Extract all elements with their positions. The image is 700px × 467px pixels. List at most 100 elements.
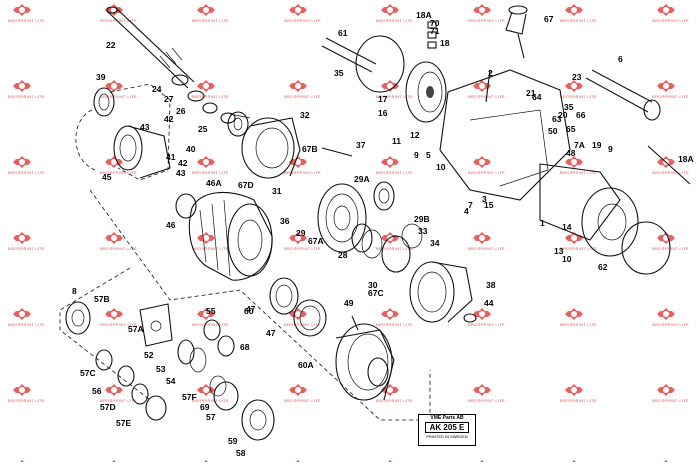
part-label: 56 [92, 386, 102, 396]
part-label: 46A [206, 178, 222, 188]
svg-text:BROSPRINT LITE: BROSPRINT LITE [100, 398, 137, 403]
part-label: 11 [392, 136, 401, 146]
part-label: 57D [100, 402, 116, 412]
part-label: 6 [618, 54, 623, 64]
watermark-logo-icon: BROSPRINT LITE [192, 308, 229, 327]
part-label: 39 [96, 72, 106, 82]
watermark-logo-icon: BROSPRINT LITE [376, 4, 413, 23]
watermark-logo-icon: BROSPRINT LITE [100, 308, 137, 327]
watermark-logo-icon: BROSPRINT LITE [8, 156, 45, 175]
svg-text:BROSPRINT LITE: BROSPRINT LITE [284, 94, 321, 99]
part-label: 9 [608, 144, 613, 154]
part-label: 22 [106, 40, 116, 50]
cover-58 [241, 399, 275, 441]
svg-text:BROSPRINT LITE: BROSPRINT LITE [560, 94, 597, 99]
watermark-logo-icon: BROSPRINT LITE [192, 384, 229, 403]
part-label: 18A [678, 154, 694, 164]
part-label: 41 [166, 152, 176, 162]
svg-text:BROSPRINT LITE: BROSPRINT LITE [652, 94, 689, 99]
watermark-logo-icon: BROSPRINT LITE [468, 232, 505, 251]
watermark-logo-icon: BROSPRINT LITE [100, 156, 137, 175]
part-label: 25 [198, 124, 208, 134]
part-label: 2 [488, 68, 493, 78]
seal-49 [293, 299, 327, 337]
part-label: 65 [566, 124, 576, 134]
part-label: 38 [486, 280, 496, 290]
svg-text:BROSPRINT LITE: BROSPRINT LITE [284, 170, 321, 175]
svg-text:BROSPRINT LITE: BROSPRINT LITE [284, 322, 321, 327]
watermark-logo-icon: BROSPRINT LITE [560, 4, 597, 23]
svg-text:BROSPRINT LITE: BROSPRINT LITE [376, 322, 413, 327]
watermark-logo-icon: BROSPRINT LITE [652, 308, 689, 327]
part-label: 10 [436, 162, 446, 172]
watermark-logo-icon: BROSPRINT LITE [652, 156, 689, 175]
part-label: 21 [526, 88, 536, 98]
part-label: 13 [554, 246, 564, 256]
ring-57a [95, 349, 167, 421]
watermark-logo-icon: BROSPRINT LITE [100, 232, 137, 251]
svg-text:BROSPRINT LITE: BROSPRINT LITE [192, 170, 229, 175]
svg-text:BROSPRINT LITE: BROSPRINT LITE [652, 18, 689, 23]
part-label: 47 [246, 304, 256, 314]
watermark-logo-icon: BROSPRINT LITE [8, 384, 45, 403]
part-label: 27 [164, 94, 174, 104]
part-label: 42 [178, 158, 188, 168]
watermark-logo-icon: BROSPRINT LITE [8, 4, 45, 23]
part-label: 28 [338, 250, 348, 260]
carrier-52 [139, 303, 173, 347]
svg-text:BROSPRINT LITE: BROSPRINT LITE [100, 170, 137, 175]
part-label: 43 [140, 122, 150, 132]
watermark-logo-icon: BROSPRINT LITE [468, 384, 505, 403]
part-label: 69 [200, 402, 210, 412]
part-label: 12 [410, 130, 420, 140]
part-label: 57C [80, 368, 96, 378]
crown-gear-29 [317, 183, 367, 253]
part-label: 67 [544, 14, 554, 24]
part-label: 37 [356, 140, 366, 150]
svg-text:BROSPRINT LITE: BROSPRINT LITE [100, 322, 137, 327]
part-label: 67A [308, 236, 324, 246]
part-label: 33 [418, 226, 428, 236]
svg-text:BROSPRINT LITE: BROSPRINT LITE [560, 398, 597, 403]
svg-text:BROSPRINT LITE: BROSPRINT LITE [468, 322, 505, 327]
axle-housing [439, 69, 639, 257]
pin-37 [321, 147, 353, 157]
part-label: 47 [266, 328, 276, 338]
watermark-logo-icon: BROSPRINT LITE [376, 232, 413, 251]
part-label: 14 [562, 222, 572, 232]
part-label: 3 [482, 194, 487, 204]
svg-text:BROSPRINT LITE: BROSPRINT LITE [192, 18, 229, 23]
svg-text:BROSPRINT LITE: BROSPRINT LITE [468, 170, 505, 175]
watermark-logo-icon: BROSPRINT LITE [560, 232, 597, 251]
watermark-logo-icon: BROSPRINT LITE [652, 80, 689, 99]
svg-text:BROSPRINT LITE: BROSPRINT LITE [560, 18, 597, 23]
part-label: 71 [430, 26, 440, 36]
svg-text:BROSPRINT LITE: BROSPRINT LITE [100, 94, 137, 99]
part-label: 5 [426, 150, 431, 160]
part-label: 43 [176, 168, 186, 178]
part-label: 67D [238, 180, 254, 190]
part-label: 23 [572, 72, 582, 82]
part-label: 44 [484, 298, 494, 308]
differential-46 [175, 191, 273, 281]
part-label: 29 [296, 228, 306, 238]
housing-45 [75, 83, 171, 181]
svg-text:BROSPRINT LITE: BROSPRINT LITE [192, 246, 229, 251]
planet-gear-57b [65, 301, 91, 335]
svg-text:BROSPRINT LITE: BROSPRINT LITE [284, 18, 321, 23]
part-label: 32 [300, 110, 310, 120]
part-label: 57A [128, 324, 144, 334]
watermark-logo-icon: BROSPRINT LITE [652, 4, 689, 23]
watermark-logo-icon: BROSPRINT LITE [468, 156, 505, 175]
part-label: 70 [430, 18, 440, 28]
svg-text:BROSPRINT LITE: BROSPRINT LITE [8, 322, 45, 327]
watermark-logo-icon: BROSPRINT LITE [376, 156, 413, 175]
pin-62 [647, 145, 691, 185]
o-ring-35-top [355, 35, 405, 93]
part-label: 8 [72, 286, 77, 296]
part-label: 61 [338, 28, 348, 38]
ring-28 [351, 223, 383, 259]
o-ring-35-right [621, 221, 671, 275]
wheel-hub-50 [335, 323, 395, 401]
part-label: 59 [228, 436, 238, 446]
